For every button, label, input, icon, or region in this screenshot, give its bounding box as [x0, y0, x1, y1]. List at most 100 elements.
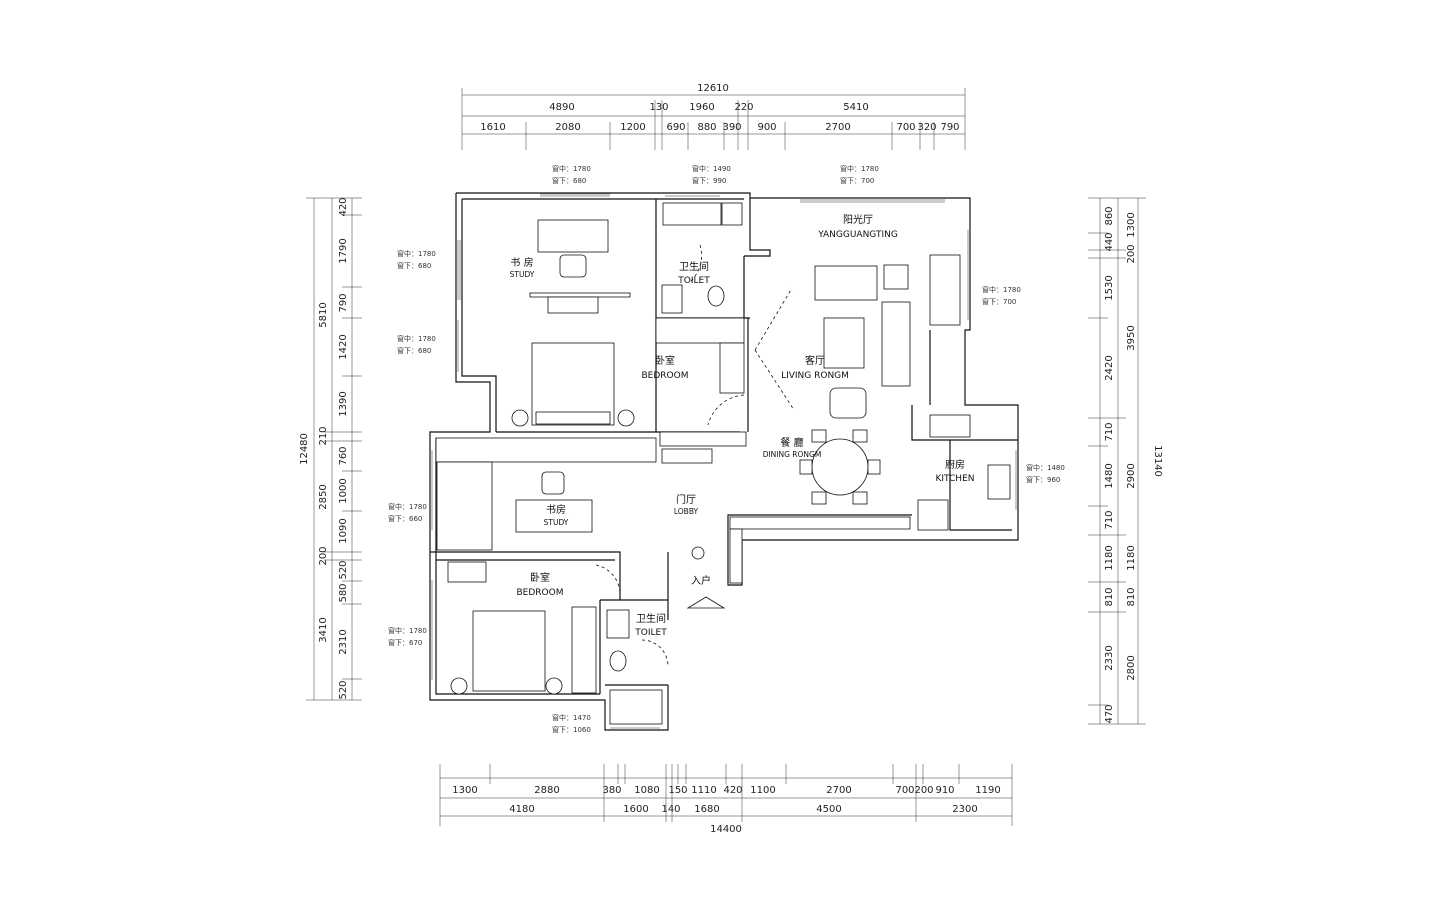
- dim-bottom-r1: 380: [602, 785, 621, 796]
- dim-left-r2: 1090: [338, 518, 349, 543]
- dim-left-r1: 210: [318, 426, 329, 445]
- room-label-dining: 餐 廳: [780, 436, 803, 449]
- dim-bottom-r1: 1110: [691, 785, 716, 796]
- window-note: 窗中：1780: [982, 285, 1021, 294]
- dining-chair: [811, 429, 827, 443]
- dim-top-total: 12610: [697, 83, 729, 94]
- dim-right-r2: 810: [1104, 587, 1115, 606]
- dim-left-total: 12480: [299, 433, 310, 465]
- nightstand: [617, 409, 635, 427]
- cabinet-row: [435, 437, 657, 463]
- shower-tray: [609, 689, 663, 725]
- window-note: 窗下：1060: [552, 725, 591, 734]
- window-note: 窗中：1490: [692, 164, 731, 173]
- wardrobe: [655, 317, 745, 344]
- desk: [537, 219, 609, 253]
- dim-bottom-r1: 420: [723, 785, 742, 796]
- room-label-sunroom: 阳光厅: [843, 213, 873, 226]
- bathtub: [662, 202, 722, 226]
- window-note: 窗中：1470: [552, 713, 591, 722]
- window-note: 窗中：1780: [552, 164, 591, 173]
- dim-right-r2: 710: [1104, 510, 1115, 529]
- dim-right-r2: 440: [1104, 232, 1115, 251]
- sofa: [814, 265, 878, 301]
- dim-right-r2: 1480: [1104, 463, 1115, 488]
- room-label-toilet: 卫生间: [679, 260, 709, 273]
- window-note: 窗下：680: [397, 346, 431, 355]
- sofa: [881, 301, 911, 387]
- tv-cabinet: [929, 254, 961, 326]
- dim-left-r2: 1390: [338, 391, 349, 416]
- nightstand: [545, 677, 563, 695]
- dim-bottom-r2: 2300: [952, 804, 977, 815]
- fridge: [917, 499, 949, 531]
- dim-bottom-r1: 700: [895, 785, 914, 796]
- window-note: 窗中：1780: [388, 626, 427, 635]
- dim-bottom-r1: 1080: [634, 785, 659, 796]
- room-label-study-en: STUDY: [510, 270, 535, 279]
- side-table: [883, 264, 909, 290]
- dim-bottom-r2: 140: [661, 804, 680, 815]
- windows: [431, 193, 1017, 729]
- bed: [531, 342, 615, 426]
- dim-right-r1: 2900: [1126, 463, 1137, 488]
- entrance-arrow-icon: [686, 596, 726, 609]
- dining-chair: [799, 459, 813, 475]
- cabinet-row: [729, 528, 743, 584]
- dining-chair: [852, 491, 868, 505]
- window-note: 窗下：700: [840, 176, 874, 185]
- window-note: 窗下：680: [552, 176, 586, 185]
- wardrobe: [571, 606, 597, 694]
- chair: [559, 254, 587, 278]
- dim-bottom-r1: 200: [914, 785, 933, 796]
- dim-left-r1: 200: [318, 546, 329, 565]
- dim-top-r1: 1960: [689, 102, 714, 113]
- room-label-living-en: LIVING RONGM: [781, 371, 849, 381]
- room-labels: 书 房 STUDY 卫生间 TOILET 阳光厅 YANGGUANGTING 卧…: [510, 213, 975, 638]
- dim-left-r2: 1000: [338, 478, 349, 503]
- furniture: [435, 202, 1011, 725]
- dim-left-r2: 420: [338, 197, 349, 216]
- dim-bottom-r1: 1100: [750, 785, 775, 796]
- dim-left-r2: 1420: [338, 334, 349, 359]
- dining-chair: [852, 429, 868, 443]
- dim-bottom-r1: 1300: [452, 785, 477, 796]
- tatami: [436, 461, 493, 551]
- dim-bottom-r2: 4180: [509, 804, 534, 815]
- dim-right-r1: 200: [1126, 244, 1137, 263]
- dim-right-total: 13140: [1152, 445, 1163, 477]
- dim-top-r1: 5410: [843, 102, 868, 113]
- room-label-study-2: 书房: [546, 503, 566, 516]
- dim-bottom-r1: 150: [668, 785, 687, 796]
- desk: [447, 561, 487, 583]
- stove: [929, 414, 971, 438]
- dim-left-r2: 580: [338, 583, 349, 602]
- dim-left-r2: 1790: [338, 238, 349, 263]
- room-label-kitchen-en: KITCHEN: [936, 474, 975, 484]
- bottom-dimensions: 1300 2880 380 1080 150 1110 420 1100 270…: [439, 764, 1013, 835]
- dim-top-r2: 690: [666, 122, 685, 133]
- top-dimensions: 12610 4890 130 1960 220 5410 1610 2080 1…: [461, 83, 966, 150]
- room-label-entrance: 入户: [691, 574, 711, 587]
- dim-top-r2: 1200: [620, 122, 645, 133]
- room-label-lobby: 门厅: [676, 493, 696, 506]
- vanity: [606, 609, 630, 639]
- dim-top-r1: 220: [734, 102, 753, 113]
- dim-left-r1: 2850: [318, 484, 329, 509]
- window-note: 窗中：1780: [397, 249, 436, 258]
- dim-bottom-r2: 1600: [623, 804, 648, 815]
- cabinet-row: [659, 431, 747, 447]
- dim-top-r2: 390: [722, 122, 741, 133]
- room-label-lobby-en: LOBBY: [674, 507, 699, 516]
- dim-bottom-r1: 2700: [826, 785, 851, 796]
- window-note: 窗中：1780: [388, 502, 427, 511]
- dim-right-r2: 710: [1104, 422, 1115, 441]
- dim-right-r2: 2420: [1104, 355, 1115, 380]
- room-label-sunroom-en: YANGGUANGTING: [817, 230, 898, 240]
- dim-top-r2: 790: [940, 122, 959, 133]
- vanity: [661, 284, 683, 314]
- toilet-icon: [609, 650, 627, 672]
- window-note: 窗下：990: [692, 176, 726, 185]
- console: [547, 296, 599, 314]
- dim-top-r2: 1610: [480, 122, 505, 133]
